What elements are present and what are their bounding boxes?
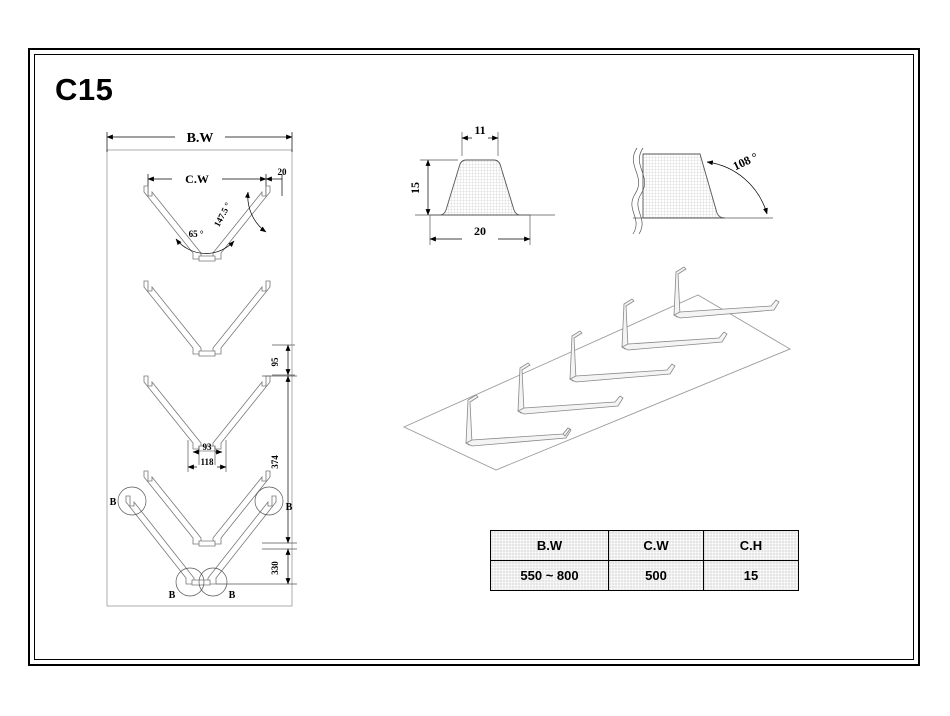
detail-profile	[642, 153, 726, 219]
table-header-cw: C.W	[608, 530, 704, 561]
detail-mark-b-2: B	[254, 486, 293, 516]
dimension-top-11: 11	[461, 123, 499, 156]
break-line	[637, 147, 646, 235]
cleat-row-5	[125, 495, 277, 586]
dim-118-label: 118	[200, 457, 214, 467]
table-header-row: B.W C.W C.H	[490, 530, 799, 561]
dim-bw-label: B.W	[187, 131, 214, 146]
dim-20-label: 20	[474, 224, 486, 238]
dimension-118: 118	[187, 440, 227, 472]
dim-angle-65-label: 65 °	[189, 229, 204, 239]
section-profile	[430, 159, 530, 216]
table-cell-bw: 550 ~ 800	[490, 560, 609, 591]
dim-374-label: 374	[270, 455, 280, 469]
dim-angle-108-label: 108 °	[731, 149, 760, 173]
dim-11-label: 11	[474, 123, 485, 137]
dimension-angle-108: 108 °	[706, 149, 768, 215]
belt-plate	[402, 294, 792, 471]
svg-text:B: B	[110, 497, 117, 508]
break-line-2	[631, 147, 640, 235]
svg-text:B: B	[229, 590, 236, 601]
iso-cleat-4	[621, 298, 728, 351]
detail-mark-b-4: B	[198, 567, 236, 601]
dimension-bottom-20: 20	[429, 215, 531, 245]
table-cell-cw: 500	[608, 560, 704, 591]
cleat-row-1	[143, 185, 271, 262]
isometric-belt-view	[402, 266, 792, 471]
dimension-bw: B.W	[106, 131, 293, 152]
dim-15-label: 15	[408, 182, 422, 194]
detail-mark-b-3: B	[169, 567, 205, 601]
dim-angle-147-label: 147.5 °	[212, 200, 233, 228]
dimension-330: 330	[216, 548, 297, 585]
svg-text:B: B	[286, 502, 293, 513]
table-cell-ch: 15	[703, 560, 799, 591]
cleat-row-2	[143, 280, 271, 357]
dim-edge-label: 20	[278, 167, 288, 177]
iso-cleat-1	[465, 394, 572, 447]
dimension-edge-20: 20	[265, 167, 288, 196]
page-title: C15	[55, 72, 114, 107]
dimension-95: 95	[270, 344, 295, 376]
table-header-ch: C.H	[703, 530, 799, 561]
dimension-374: 374	[262, 375, 297, 544]
cleat-end-detail: 108 °	[631, 147, 773, 235]
sheet-border-outer	[28, 48, 920, 666]
dimension-angle-65: 65 °	[175, 229, 235, 254]
spec-table: B.W C.W C.H 550 ~ 800 500 15	[490, 530, 799, 591]
cleat-row-3	[143, 375, 271, 452]
iso-cleat-5	[673, 266, 780, 319]
dimension-93: 93	[192, 442, 223, 465]
cleat-cross-section: 11 15 20	[408, 123, 555, 245]
dim-cw-label: C.W	[185, 172, 209, 186]
sheet-border-inner	[34, 54, 914, 660]
cleat-row-4	[143, 470, 271, 547]
dimension-height-15: 15	[408, 159, 458, 216]
iso-cleat-2	[517, 362, 624, 415]
plan-view: B.W C.W 20	[106, 131, 297, 607]
table-header-bw: B.W	[490, 530, 609, 561]
dim-95-label: 95	[270, 357, 280, 367]
table-row: 550 ~ 800 500 15	[490, 560, 799, 591]
detail-mark-b-1: B	[110, 486, 147, 516]
dim-330-label: 330	[270, 561, 280, 575]
svg-text:B: B	[169, 590, 176, 601]
iso-cleat-3	[569, 330, 676, 383]
dim-93-label: 93	[203, 442, 213, 452]
